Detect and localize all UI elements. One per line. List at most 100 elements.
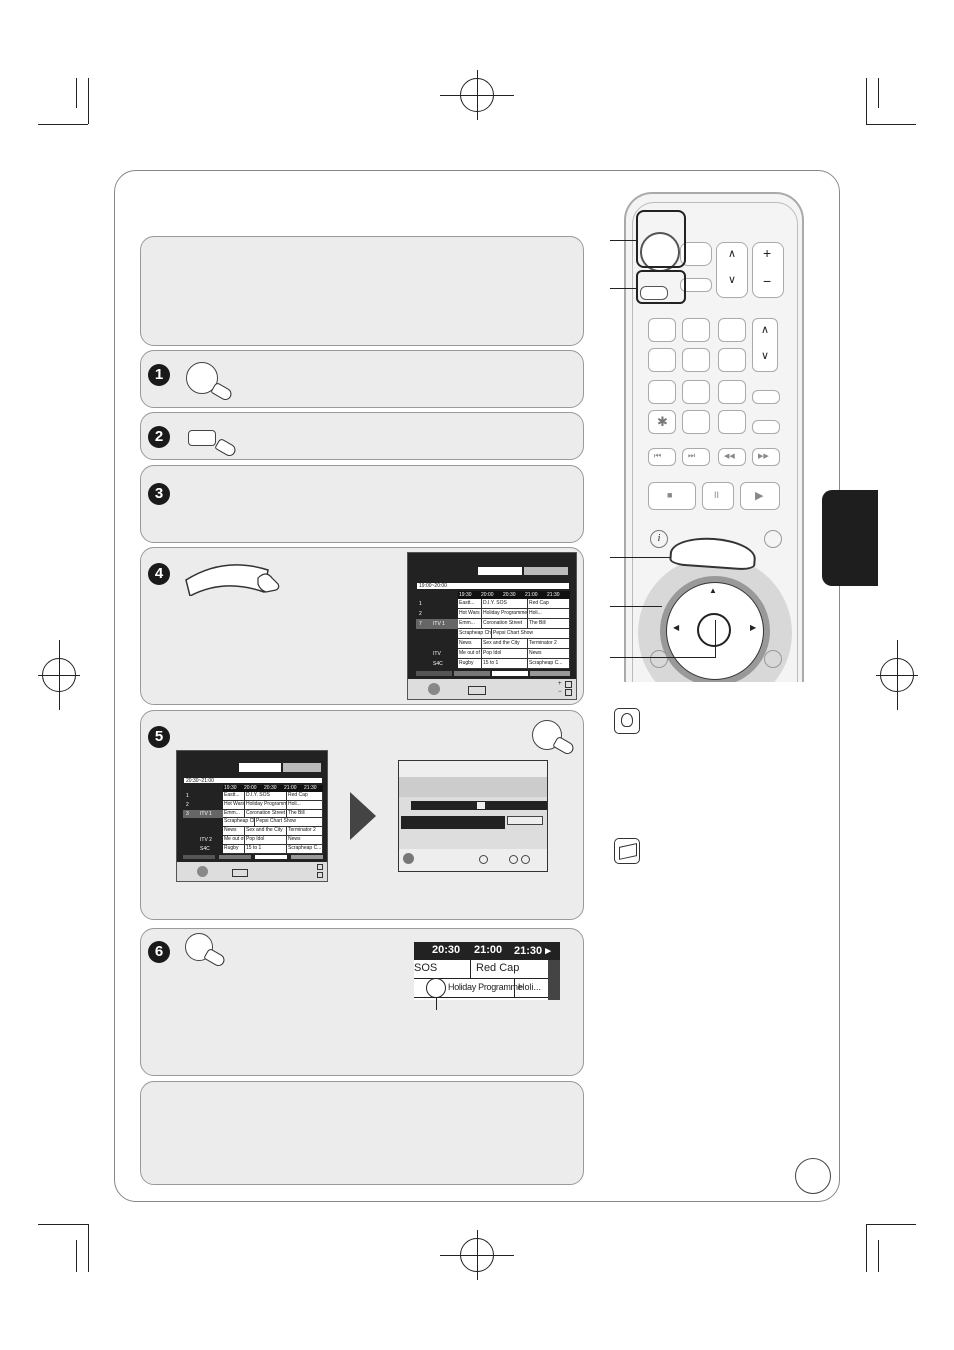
remote-number-button[interactable]: [718, 380, 746, 404]
guide-tab[interactable]: [239, 763, 281, 772]
remote-skip-back-button[interactable]: ⏮: [648, 448, 676, 466]
programme-cell[interactable]: Hot Wars: [458, 609, 482, 619]
remote-channel-button[interactable]: ∧ ∨: [752, 318, 778, 372]
remote-number-button[interactable]: [682, 318, 710, 342]
remote-fast-forward-button[interactable]: ▶▶: [752, 448, 780, 466]
programme-cell[interactable]: Holiday Programme: [245, 800, 287, 810]
remote-number-button[interactable]: [718, 318, 746, 342]
remote-number-button[interactable]: [648, 318, 676, 342]
remote-number-button[interactable]: [718, 410, 746, 434]
colour-button-icon[interactable]: [184, 556, 294, 596]
channel-label[interactable]: 7: [416, 619, 458, 629]
programme-cell[interactable]: Hot Wars: [223, 800, 245, 810]
small-button-icon[interactable]: [188, 430, 216, 446]
info-button[interactable]: i: [650, 530, 668, 548]
programme-cell[interactable]: Red Cap: [287, 792, 323, 801]
programme-cell[interactable]: Holi...: [528, 609, 570, 619]
programme-cell[interactable]: News: [458, 639, 482, 649]
programme-cell[interactable]: Pop Idol: [245, 836, 287, 845]
remote-play-button[interactable]: ▶: [740, 482, 780, 510]
remote-number-button[interactable]: [682, 410, 710, 434]
remote-small-button[interactable]: [640, 286, 668, 300]
remote-skip-forward-button[interactable]: ⏭: [682, 448, 710, 466]
programme-cell[interactable]: Me out of here !: [223, 836, 245, 845]
guide-tab[interactable]: [524, 567, 568, 575]
remote-rewind-button[interactable]: ◀◀: [718, 448, 746, 466]
programme-cell[interactable]: Emm...: [223, 809, 245, 819]
row-highlight[interactable]: [401, 816, 505, 829]
row-button[interactable]: [507, 816, 543, 825]
channel-label[interactable]: [416, 629, 458, 639]
zoom-scrollbar[interactable]: [548, 960, 560, 1000]
channel-label[interactable]: [183, 827, 223, 836]
guide-tab[interactable]: [283, 763, 321, 772]
remote-volume-rocker[interactable]: + −: [752, 242, 784, 298]
programme-cell[interactable]: Holiday Programme: [482, 609, 528, 619]
channel-label[interactable]: 3: [183, 809, 223, 819]
remote-button[interactable]: [752, 390, 780, 404]
programme-cell[interactable]: D.I.Y. SOS: [482, 599, 528, 609]
programme-cell[interactable]: News: [287, 836, 323, 845]
channel-label[interactable]: [183, 836, 223, 845]
remote-button[interactable]: [752, 420, 780, 434]
guide-tab[interactable]: [478, 567, 522, 575]
remote-number-button[interactable]: [648, 348, 676, 372]
programme-cell[interactable]: Emm...: [458, 619, 482, 629]
programme-cell[interactable]: Sex and the City: [245, 827, 287, 836]
channel-label[interactable]: [416, 639, 458, 649]
remote-round-button[interactable]: [650, 650, 668, 668]
cursor-pad[interactable]: ▲ ◀ ▶: [666, 582, 764, 680]
programme-cell[interactable]: 15 to 1: [245, 844, 287, 854]
programme-cell[interactable]: Pop Idol: [482, 649, 528, 659]
channel-label[interactable]: 1: [183, 792, 223, 801]
programme-cell[interactable]: News: [528, 649, 570, 659]
channel-label[interactable]: 1: [416, 599, 458, 609]
programme-cell[interactable]: Scrapheap C...: [528, 659, 570, 669]
programme-cell[interactable]: Rugby: [223, 844, 245, 854]
programme-cell[interactable]: Scrapheap Cha...: [223, 818, 255, 828]
programme-cell[interactable]: Eastt...: [458, 599, 482, 609]
remote-pause-button[interactable]: II: [702, 482, 734, 510]
programme-cell[interactable]: Rugby: [458, 659, 482, 669]
programme-cell[interactable]: D.I.Y. SOS: [245, 792, 287, 801]
selected-row[interactable]: [411, 801, 547, 810]
programme-cell[interactable]: Sex and the City: [482, 639, 528, 649]
channel-label[interactable]: [183, 818, 223, 828]
crop-mark: [878, 1240, 879, 1272]
programme-cell[interactable]: Eastt...: [223, 792, 245, 801]
ok-button-icon[interactable]: [532, 720, 562, 750]
programme-cell[interactable]: Coronation Street: [482, 619, 528, 629]
remote-round-button[interactable]: [764, 530, 782, 548]
programme-cell[interactable]: Scrapheap C...: [287, 844, 323, 854]
remote-number-button[interactable]: [718, 348, 746, 372]
ok-button[interactable]: [697, 613, 731, 647]
programme-cell[interactable]: 15 to 1: [482, 659, 528, 669]
remote-number-button[interactable]: [682, 380, 710, 404]
programme-cell[interactable]: Red Cap: [528, 599, 570, 609]
programme-cell[interactable]: Terminator 2: [528, 639, 570, 649]
channel-label[interactable]: [416, 649, 458, 659]
programme-cell[interactable]: The Bill: [528, 619, 570, 629]
channel-label[interactable]: 2: [183, 800, 223, 810]
programme-cell[interactable]: The Bill: [287, 809, 323, 819]
programme-cell[interactable]: Holi...: [287, 800, 323, 810]
remote-star-button[interactable]: ✱: [648, 410, 676, 434]
remote-round-button[interactable]: [764, 650, 782, 668]
programme-cell[interactable]: Scrapheap Cha...: [458, 629, 492, 639]
programme-cell[interactable]: Me out of here !: [458, 649, 482, 659]
programme-cell[interactable]: Pepsi Chart Show: [492, 629, 570, 639]
programme-cell[interactable]: Pepsi Chart Show: [255, 818, 323, 828]
programme-cell[interactable]: News: [223, 827, 245, 836]
arrow-up-icon: ▲: [709, 586, 717, 595]
remote-channel-rocker[interactable]: ∧ ∨: [716, 242, 748, 298]
remote-number-button[interactable]: [682, 348, 710, 372]
remote-button[interactable]: [680, 278, 712, 292]
remote-number-button[interactable]: [648, 380, 676, 404]
channel-label[interactable]: [416, 659, 458, 669]
programme-cell[interactable]: Coronation Street: [245, 809, 287, 819]
zoom-cell: SOS: [414, 962, 438, 974]
remote-stop-button[interactable]: ■: [648, 482, 696, 510]
channel-label[interactable]: 2: [416, 609, 458, 619]
channel-label[interactable]: [183, 844, 223, 854]
programme-cell[interactable]: Terminator 2: [287, 827, 323, 836]
